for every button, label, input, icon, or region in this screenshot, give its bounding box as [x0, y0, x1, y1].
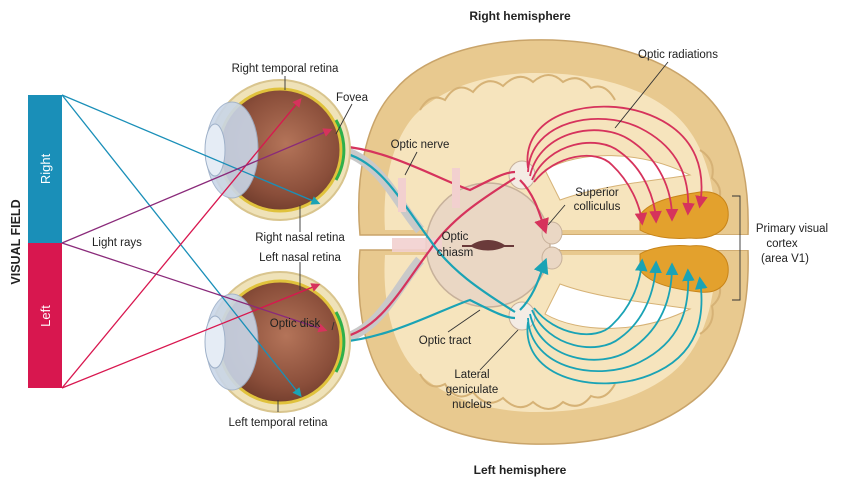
leader-lines: [277, 61, 669, 412]
label-lgn-1: Lateral: [454, 369, 489, 381]
nerve-pathways: [338, 144, 549, 345]
label-light-rays: Light rays: [92, 237, 142, 249]
label-optic-nerve: Optic nerve: [391, 139, 450, 151]
visual-field-title: VISUAL FIELD: [9, 199, 23, 284]
optic-radiations-left: [526, 258, 708, 385]
label-left-nasal-retina: Left nasal retina: [259, 252, 341, 264]
optic-radiations-right: [526, 105, 708, 226]
v1-bracket: [732, 195, 741, 301]
label-optic-chiasm-2: chiasm: [437, 247, 473, 259]
label-lgn-3: nucleus: [452, 399, 492, 411]
label-optic-tract: Optic tract: [419, 335, 472, 347]
label-lgn-2: geniculate: [446, 384, 498, 396]
visual-field-bar: Right Left VISUAL FIELD: [9, 95, 62, 388]
label-left-temporal-retina: Left temporal retina: [228, 417, 328, 429]
right-hemisphere-title: Right hemisphere: [469, 9, 571, 23]
right-field-bar: [28, 95, 62, 243]
labels: Right hemisphere Left hemisphere Right t…: [92, 9, 828, 477]
label-optic-radiations: Optic radiations: [638, 49, 718, 61]
left-eye: [204, 271, 351, 413]
label-superior-colliculus-2: colliculus: [574, 201, 621, 213]
label-v1-2: cortex: [766, 238, 798, 250]
light-rays: [61, 94, 333, 398]
label-optic-chiasm-1: Optic: [442, 231, 469, 243]
left-field-bar: [28, 243, 62, 388]
label-right-nasal-retina: Right nasal retina: [255, 232, 345, 244]
label-fovea: Fovea: [336, 92, 369, 104]
label-superior-colliculus-1: Superior: [575, 187, 619, 199]
right-field-label: Right: [38, 153, 53, 184]
label-optic-disk: Optic disk: [270, 318, 321, 330]
left-hemisphere-title: Left hemisphere: [474, 463, 567, 477]
label-right-temporal-retina: Right temporal retina: [232, 63, 339, 75]
label-v1-3: (area V1): [761, 253, 809, 265]
right-eye: [204, 79, 351, 221]
label-v1-1: Primary visual: [756, 223, 828, 235]
left-field-label: Left: [38, 305, 53, 327]
